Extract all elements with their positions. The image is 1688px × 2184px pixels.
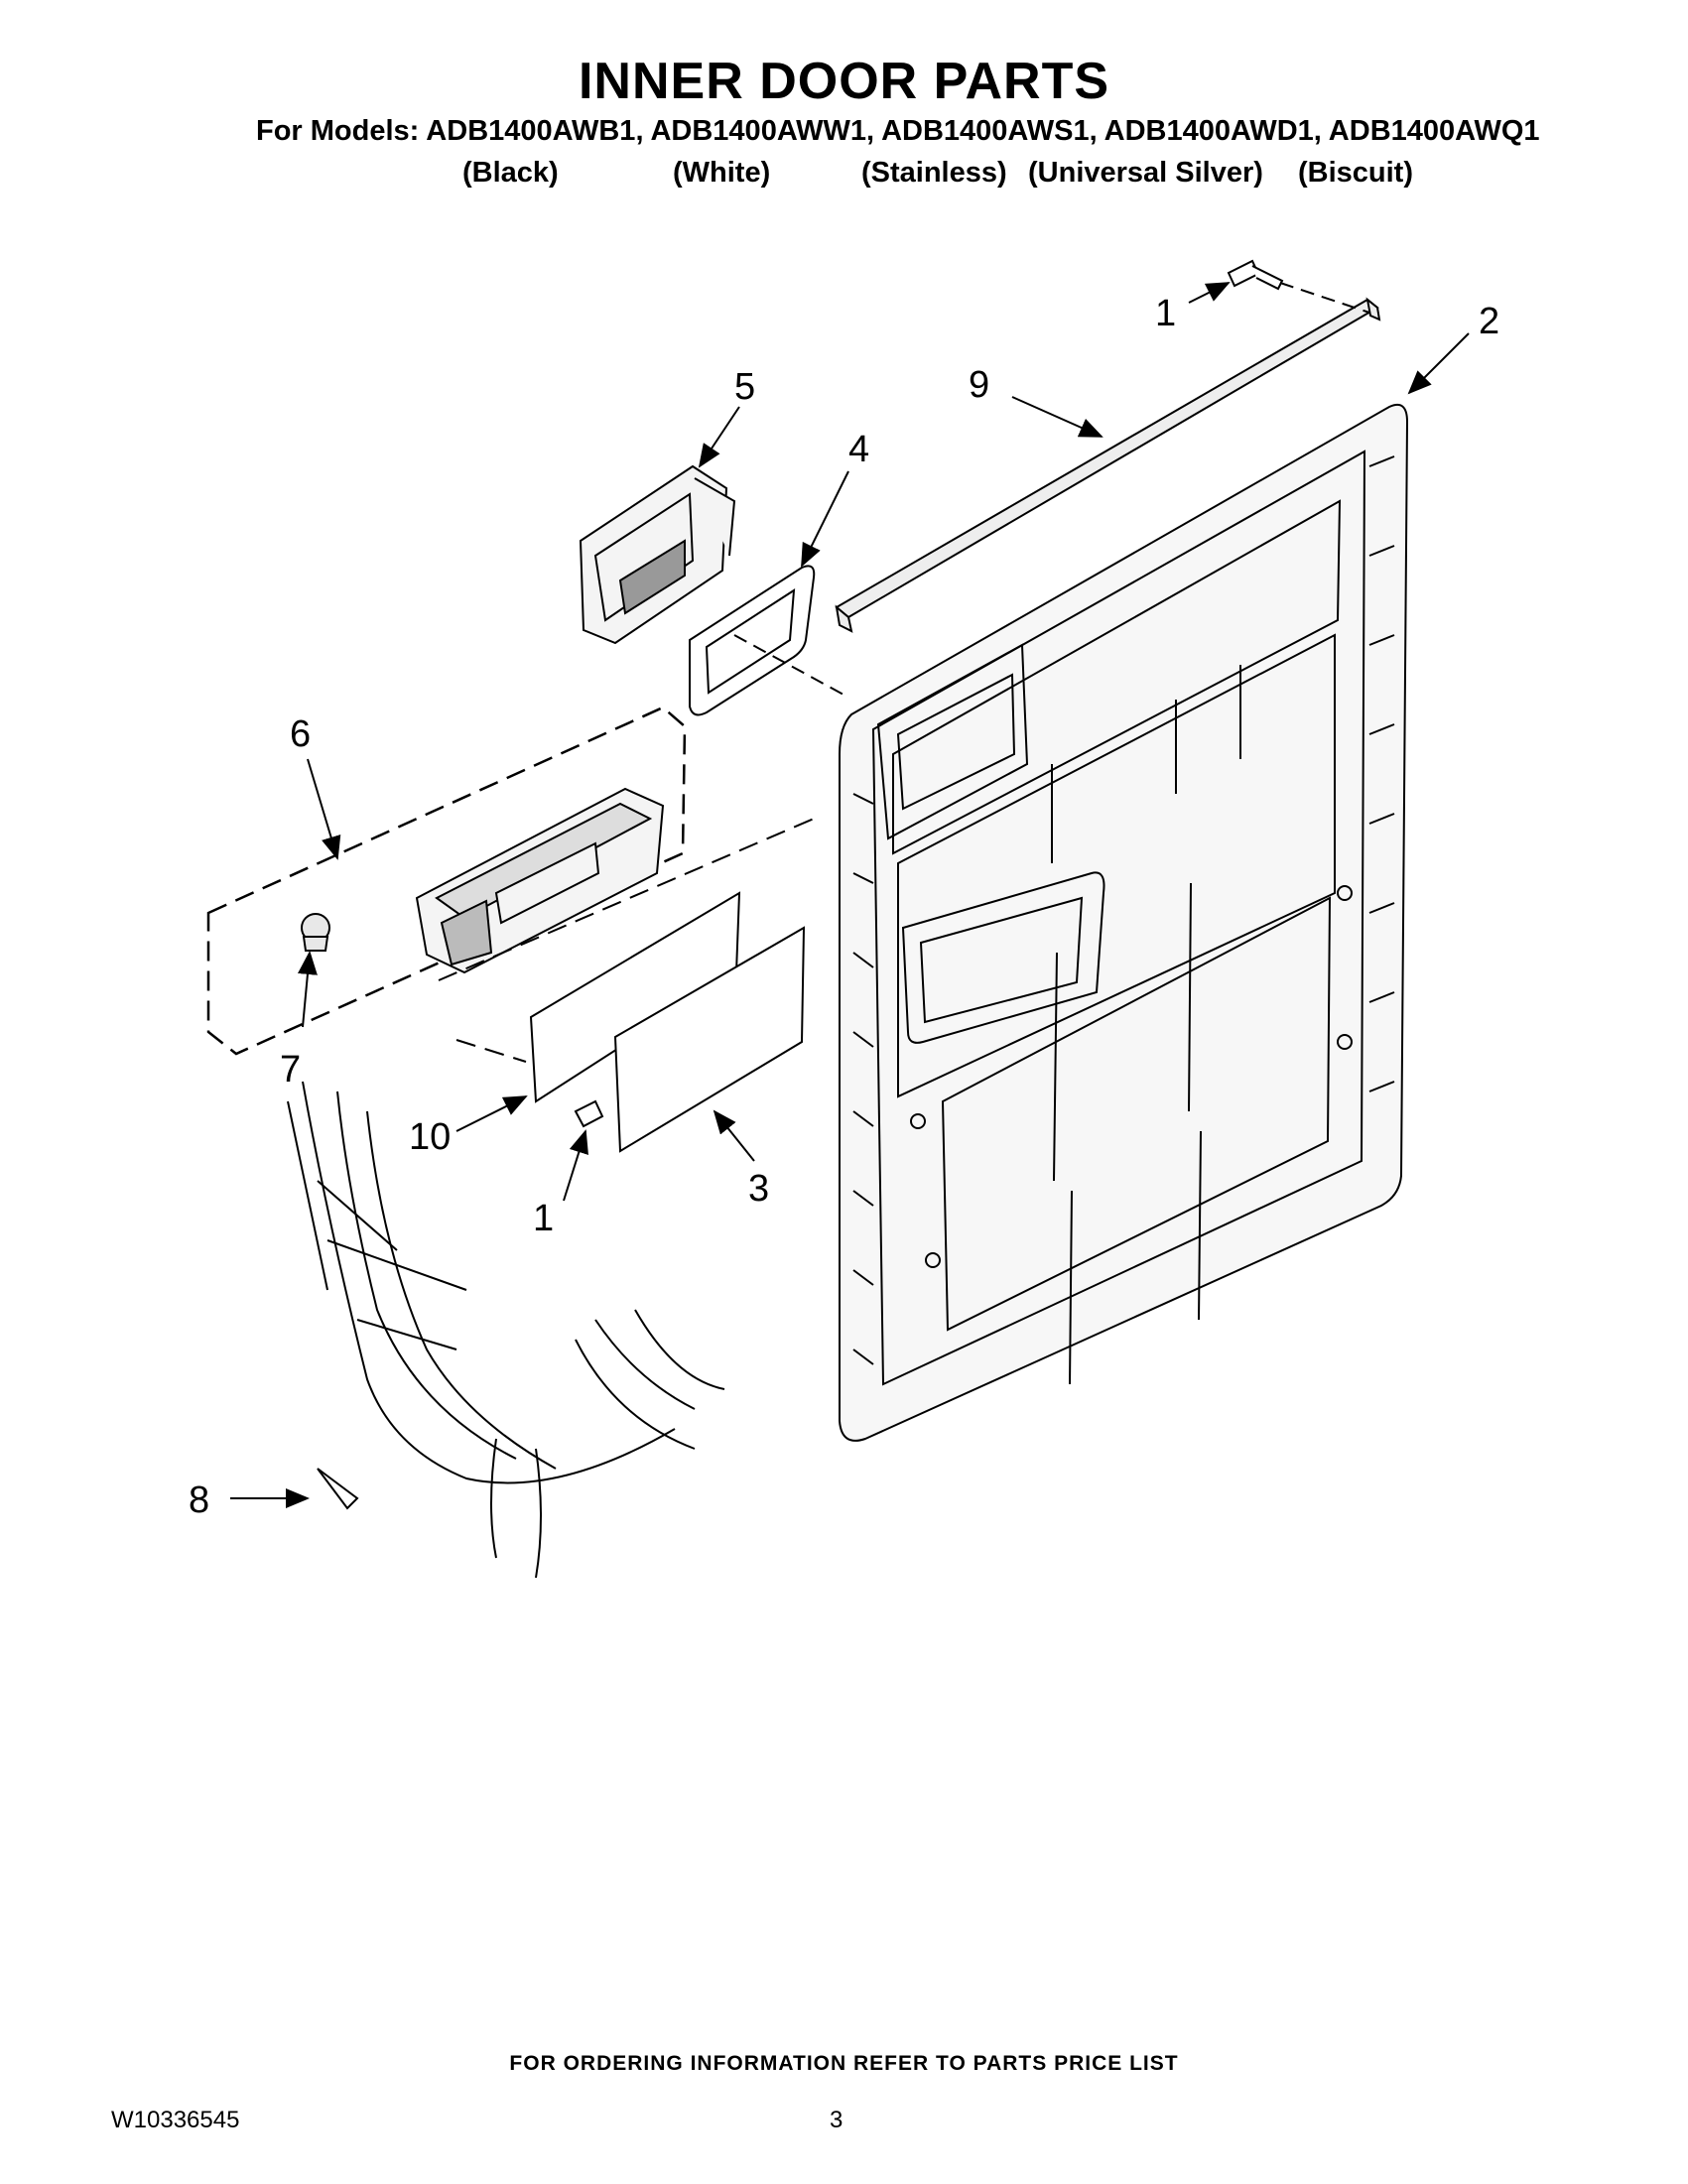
ordering-note: FOR ORDERING INFORMATION REFER TO PARTS …: [509, 2052, 1179, 2075]
leader-2: [1407, 332, 1470, 395]
color-row: (Black) (White) (Stainless) (Universal S…: [0, 157, 1688, 196]
leader-9: [1011, 396, 1104, 438]
callout-8: 8: [189, 1479, 209, 1521]
callout-3: 3: [748, 1168, 769, 1210]
leader-7: [297, 951, 318, 1028]
door-top-strip: [835, 297, 1381, 633]
leader-1-bottom: [563, 1129, 588, 1202]
callout-1-bottom: 1: [533, 1198, 554, 1239]
screw-top: [1227, 259, 1284, 291]
page-number: 3: [830, 2107, 844, 2133]
callout-5: 5: [734, 366, 755, 408]
screw-bottom: [574, 1099, 604, 1128]
callout-1-top: 1: [1155, 293, 1176, 334]
upper-dispenser-housing: [579, 464, 736, 645]
color-label-black: (Black): [462, 157, 559, 189]
leader-5: [698, 406, 740, 468]
control-board: [613, 926, 806, 1153]
dispenser-module: [415, 787, 665, 974]
callout-4: 4: [848, 429, 869, 470]
leader-10: [455, 1095, 528, 1132]
wire-harness: [287, 1081, 725, 1579]
leader-3: [713, 1109, 755, 1162]
inner-door-panel: [839, 403, 1409, 1442]
page-title: INNER DOOR PARTS: [578, 53, 1110, 110]
bulb: [301, 913, 330, 952]
document-number: W10336545: [111, 2107, 240, 2133]
callout-7: 7: [280, 1049, 301, 1091]
leader-6: [307, 758, 341, 860]
dispenser-gasket: [689, 565, 816, 716]
callout-9: 9: [969, 364, 989, 406]
color-label-white: (White): [673, 157, 771, 189]
callout-10: 10: [409, 1116, 451, 1158]
leader-1-top: [1188, 282, 1231, 304]
leader-4: [801, 470, 849, 568]
models-line: For Models: ADB1400AWB1, ADB1400AWW1, AD…: [256, 115, 1540, 147]
color-label-biscuit: (Biscuit): [1298, 157, 1413, 189]
color-label-stainless: (Stainless): [861, 157, 1007, 189]
callout-6: 6: [290, 713, 311, 755]
color-label-universal-silver: (Universal Silver): [1028, 157, 1263, 189]
callout-2: 2: [1479, 301, 1499, 342]
dispenser-assembly-group-box: [206, 706, 687, 1056]
